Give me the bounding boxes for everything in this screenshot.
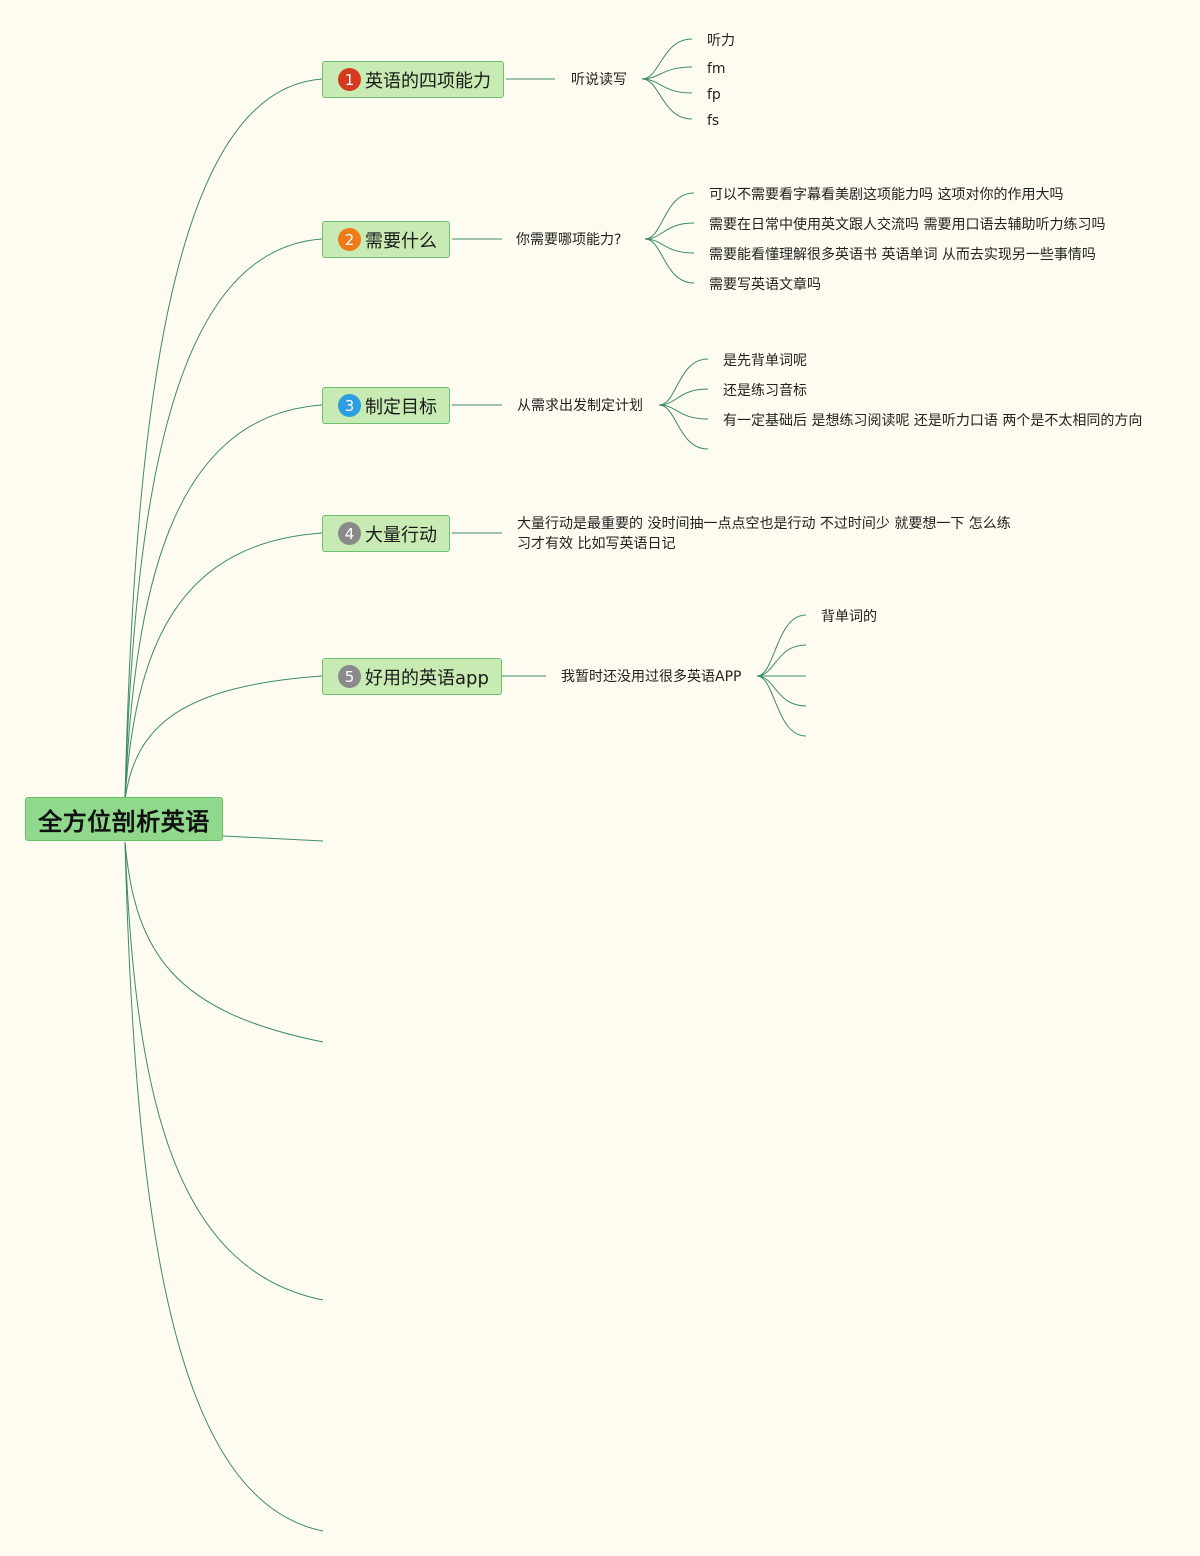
branch2-leaf-line-2 (644, 222, 695, 240)
branch-topic-4[interactable]: 4 大量行动 (322, 515, 450, 552)
priority-2-icon: 2 (338, 228, 361, 251)
branch1-leaf-line-2 (641, 66, 693, 80)
subtopic-4[interactable]: 大量行动是最重要的 没时间抽一点点空也是行动 不过时间少 就要想一下 怎么练习才… (517, 516, 1011, 552)
branch-topic-label: 制定目标 (365, 396, 437, 418)
branch-topic-1[interactable]: 1 英语的四项能力 (322, 61, 504, 98)
leaf-1-3[interactable]: fp (707, 87, 721, 103)
root-connector-3 (124, 404, 323, 801)
root-connector-5 (124, 675, 323, 801)
root-topic[interactable]: 全方位剖析英语 (25, 797, 223, 841)
root-connector-6 (222, 835, 324, 842)
leaf-1-1[interactable]: 听力 (707, 33, 735, 49)
priority-4-icon: 4 (338, 522, 361, 545)
branch5-leaf-line-1 (756, 614, 807, 677)
leaf-2-1[interactable]: 可以不需要看字幕看美剧这项能力吗 这项对你的作用大吗 (709, 187, 1064, 203)
subtopic-1[interactable]: 听说读写 (571, 72, 627, 88)
priority-1-icon: 1 (338, 68, 361, 91)
leaf-3-1[interactable]: 是先背单词呢 (723, 353, 807, 369)
branch-topic-2[interactable]: 2 需要什么 (322, 221, 450, 258)
leaf-3-3[interactable]: 有一定基础后 是想练习阅读呢 还是听力口语 两个是不太相同的方向 (723, 413, 1143, 429)
priority-5-icon: 5 (338, 665, 361, 688)
branch-topic-label: 好用的英语app (365, 667, 489, 689)
branch-topic-label: 需要什么 (365, 230, 437, 252)
root-connector-4 (124, 532, 323, 801)
subtopic-5[interactable]: 我暂时还没用过很多英语APP (561, 669, 742, 685)
branch5-leaf-line-5 (756, 675, 807, 737)
root-connector-2 (124, 238, 323, 801)
branch2-leaf-line-4 (644, 238, 695, 284)
leaf-2-3[interactable]: 需要能看懂理解很多英语书 英语单词 从而去实现另一些事情吗 (709, 247, 1096, 263)
branch3-leaf-line-4 (658, 404, 709, 450)
branch5-leaf-line-2 (756, 644, 807, 677)
priority-3-icon: 3 (338, 394, 361, 417)
leaf-1-4[interactable]: fs (707, 113, 720, 129)
branch-topic-3[interactable]: 3 制定目标 (322, 387, 450, 424)
branch3-leaf-line-2 (658, 388, 709, 406)
leaf-2-2[interactable]: 需要在日常中使用英文跟人交流吗 需要用口语去辅助听力练习吗 (709, 217, 1106, 233)
root-connector-1 (124, 78, 323, 801)
branch1-leaf-line-1 (641, 38, 693, 80)
branch3-leaf-line-1 (658, 358, 709, 406)
subtopic-3[interactable]: 从需求出发制定计划 (517, 398, 643, 414)
branch-topic-label: 英语的四项能力 (365, 70, 491, 92)
branch2-leaf-line-1 (644, 192, 695, 240)
leaf-1-2[interactable]: fm (707, 61, 726, 77)
leaf-2-4[interactable]: 需要写英语文章吗 (709, 277, 821, 293)
leaf-3-2[interactable]: 还是练习音标 (723, 383, 807, 399)
root-topic-label: 全方位剖析英语 (38, 807, 210, 836)
branch3-leaf-line-3 (658, 404, 709, 420)
root-connector-9 (124, 841, 324, 1532)
branch-topic-label: 大量行动 (365, 524, 437, 546)
leaf-5-1[interactable]: 背单词的 (821, 609, 877, 625)
root-connector-7 (124, 841, 324, 1043)
branch1-leaf-line-4 (641, 78, 693, 120)
root-connector-8 (124, 841, 324, 1301)
branch2-leaf-line-3 (644, 238, 695, 254)
subtopic-2[interactable]: 你需要哪项能力? (516, 232, 622, 248)
branch-topic-5[interactable]: 5 好用的英语app (322, 658, 502, 695)
